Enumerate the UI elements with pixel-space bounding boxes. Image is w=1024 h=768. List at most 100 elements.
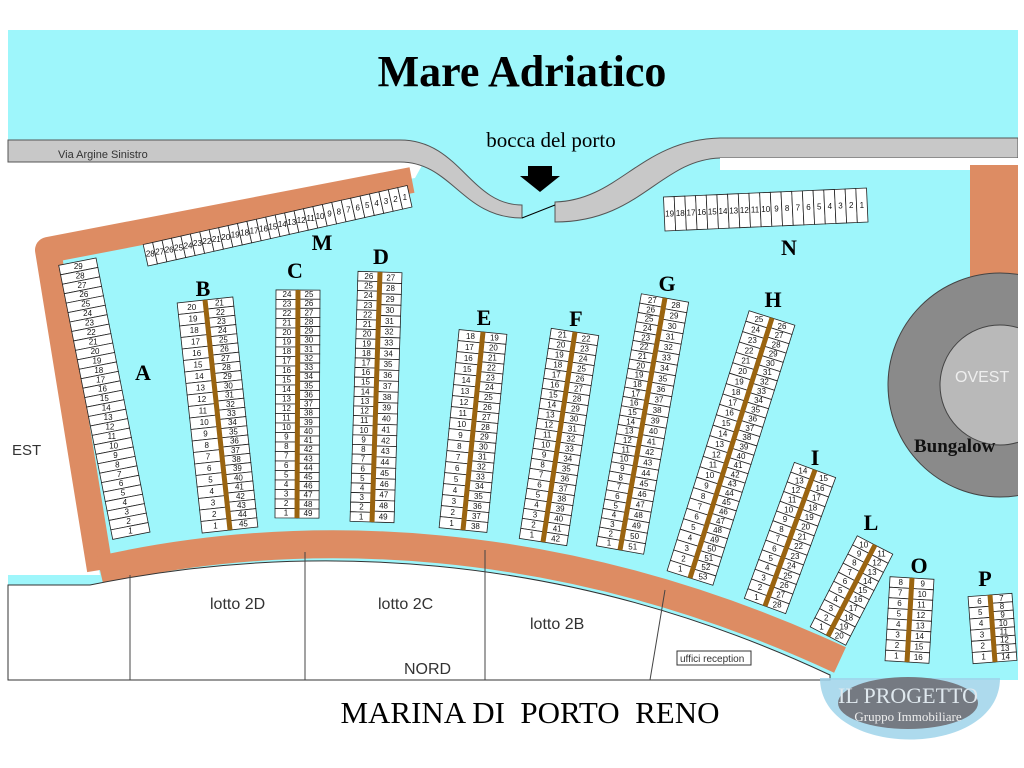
berth-number: 46: [719, 507, 728, 516]
berth-number: 14: [282, 385, 291, 394]
berth-number: 4: [284, 480, 289, 489]
berth-number: 9: [1000, 611, 1005, 620]
berth-slip[interactable]: [110, 522, 151, 540]
berth-number: 20: [221, 233, 230, 242]
lot-2c-label: lotto 2C: [378, 596, 433, 613]
berth-number: 46: [380, 480, 389, 489]
berth-number: 18: [190, 326, 199, 335]
berth-number: 33: [304, 363, 313, 372]
berth-number: 23: [282, 300, 291, 309]
berth-number: 6: [360, 464, 365, 473]
bungalow-label: Bungalow: [914, 436, 996, 457]
berth-number: 10: [620, 455, 629, 464]
berth-number: 18: [466, 332, 475, 341]
berth-number: 46: [638, 490, 647, 499]
berth-number: 7: [117, 470, 122, 479]
berth-number: 34: [304, 372, 313, 381]
quay-south: [96, 530, 846, 673]
berth-number: 44: [641, 469, 650, 478]
berth-number: 9: [620, 464, 625, 473]
berth-number: 12: [740, 206, 749, 215]
berth-number: 1: [359, 512, 364, 521]
berth-number: 18: [362, 349, 371, 358]
berth-number: 2: [824, 613, 829, 622]
berth-slip[interactable]: [855, 187, 869, 223]
berth-number: 11: [788, 496, 797, 505]
berth-number: 29: [386, 295, 395, 304]
berth-number: 7: [617, 483, 622, 492]
berth-number: 3: [829, 604, 834, 613]
berth-number: 36: [383, 371, 392, 380]
berth-number: 17: [282, 357, 291, 366]
berth-number: 26: [79, 290, 88, 299]
berth-number: 2: [681, 554, 686, 563]
berth-number: 43: [304, 454, 313, 463]
berth-number: 14: [195, 372, 204, 381]
berth-number: 1: [128, 526, 133, 535]
berth-number: 38: [557, 494, 566, 503]
berth-number: 13: [460, 387, 469, 396]
berth-number: 5: [208, 475, 213, 484]
berth-number: 12: [360, 407, 369, 416]
pier-label-d: D: [373, 244, 389, 269]
berth-number: 43: [237, 501, 246, 510]
berth-number: 34: [660, 364, 669, 373]
berth-number: 3: [761, 573, 766, 582]
pier-label-i: I: [811, 445, 820, 470]
berth-number: 10: [200, 418, 209, 427]
berth-number: 27: [386, 273, 395, 282]
berth-number: 9: [542, 451, 547, 460]
berth-number: 11: [1000, 627, 1009, 636]
berth-number: 18: [553, 361, 562, 370]
berth-number: 37: [472, 512, 481, 521]
berth-number: 12: [459, 398, 468, 407]
berth-number: 18: [240, 229, 249, 238]
footer-title: MARINA DI PORTO RENO: [340, 695, 719, 730]
berth-number: 41: [647, 437, 656, 446]
berth-number: 5: [691, 523, 696, 532]
pier-label-n: N: [781, 235, 797, 260]
berth-number: 20: [282, 328, 291, 337]
berth-number: 21: [638, 352, 647, 361]
berth-number: 18: [732, 388, 741, 397]
berth-number: 11: [199, 406, 208, 415]
berth-number: 3: [211, 498, 216, 507]
berth-number: 23: [363, 301, 372, 310]
berth-number: 22: [363, 310, 372, 319]
berth-number: 1: [819, 622, 824, 631]
berth-number: 21: [488, 353, 497, 362]
berth-number: 33: [476, 472, 485, 481]
berth-number: 3: [895, 631, 900, 640]
pier-walkway: [617, 297, 668, 551]
berth-number: 25: [484, 393, 493, 402]
berth-number: 27: [482, 413, 491, 422]
berth-number: 25: [577, 364, 586, 373]
berth-number: 22: [794, 542, 803, 551]
berth-number: 51: [628, 542, 637, 551]
berth-number: 8: [115, 460, 120, 469]
berth-number: 42: [551, 534, 560, 543]
berth-number: 17: [812, 494, 821, 503]
berth-number: 28: [671, 301, 680, 310]
pier-e: 1817161514131211109876543211920212223242…: [438, 329, 508, 533]
berth-number: 26: [304, 299, 313, 308]
berth-number: 24: [579, 354, 588, 363]
berth-number: 34: [563, 454, 572, 463]
berth-slip[interactable]: [397, 185, 413, 210]
berth-number: 17: [687, 208, 696, 217]
berth-number: 11: [917, 600, 926, 609]
berth-number: 16: [914, 653, 923, 662]
berth-number: 10: [109, 441, 118, 450]
berth-number: 45: [239, 519, 248, 528]
berth-number: 5: [121, 489, 126, 498]
pier-label-p: P: [978, 566, 991, 591]
pier-walkway: [904, 577, 915, 663]
berth-number: 17: [552, 371, 561, 380]
berth-number: 5: [365, 201, 370, 210]
berth-number: 8: [701, 492, 706, 501]
pier-h: 2524232221201918171615141312111098765432…: [666, 310, 796, 586]
berth-number: 15: [100, 394, 109, 403]
berth-number: 42: [304, 445, 313, 454]
berth-number: 7: [898, 589, 903, 598]
